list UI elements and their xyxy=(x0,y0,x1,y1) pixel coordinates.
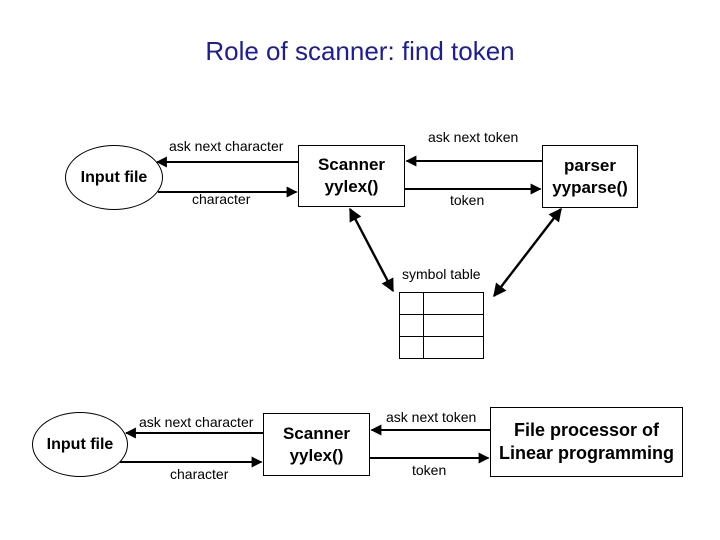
parser-box: parser yyparse() xyxy=(542,145,638,208)
label-ask-next-token-bottom: ask next token xyxy=(386,409,477,425)
scanner-box-bottom-line1: Scanner xyxy=(282,423,351,443)
file-processor-box: File processor of Linear programming xyxy=(490,407,683,477)
file-processor-box-line2: Linear programming xyxy=(498,443,675,463)
parser-box-line2: yyparse() xyxy=(552,177,628,197)
label-ask-next-character-top: ask next character xyxy=(169,138,284,154)
symbol-table-grid xyxy=(399,292,484,359)
label-ask-next-token-top: ask next token xyxy=(428,129,519,145)
scanner-box-bottom-line2: yylex() xyxy=(289,445,344,465)
label-character-top: character xyxy=(192,191,251,207)
arrow-parser-symbol-table xyxy=(493,207,562,298)
label-symbol-table: symbol table xyxy=(402,266,481,282)
label-character-bottom: character xyxy=(170,466,229,482)
input-file-label-top: Input file xyxy=(80,168,148,186)
parser-box-line1: parser xyxy=(564,155,616,175)
file-processor-box-line1: File processor of xyxy=(513,420,660,440)
input-file-ellipse-top: Input file xyxy=(65,145,163,210)
arrow-scanner-symbol-table xyxy=(348,207,395,293)
input-file-ellipse-bottom: Input file xyxy=(32,412,128,477)
label-token-top: token xyxy=(450,192,485,208)
scanner-box-bottom: Scanner yylex() xyxy=(263,413,370,476)
input-file-label-bottom: Input file xyxy=(46,435,114,453)
scanner-box-top-line2: yylex() xyxy=(324,177,379,196)
scanner-box-top: Scanner yylex() xyxy=(298,145,405,207)
label-ask-next-character-bottom: ask next character xyxy=(139,414,254,430)
label-token-bottom: token xyxy=(412,462,447,478)
slide-title: Role of scanner: find token xyxy=(205,36,515,66)
scanner-box-top-line1: Scanner xyxy=(317,155,386,174)
